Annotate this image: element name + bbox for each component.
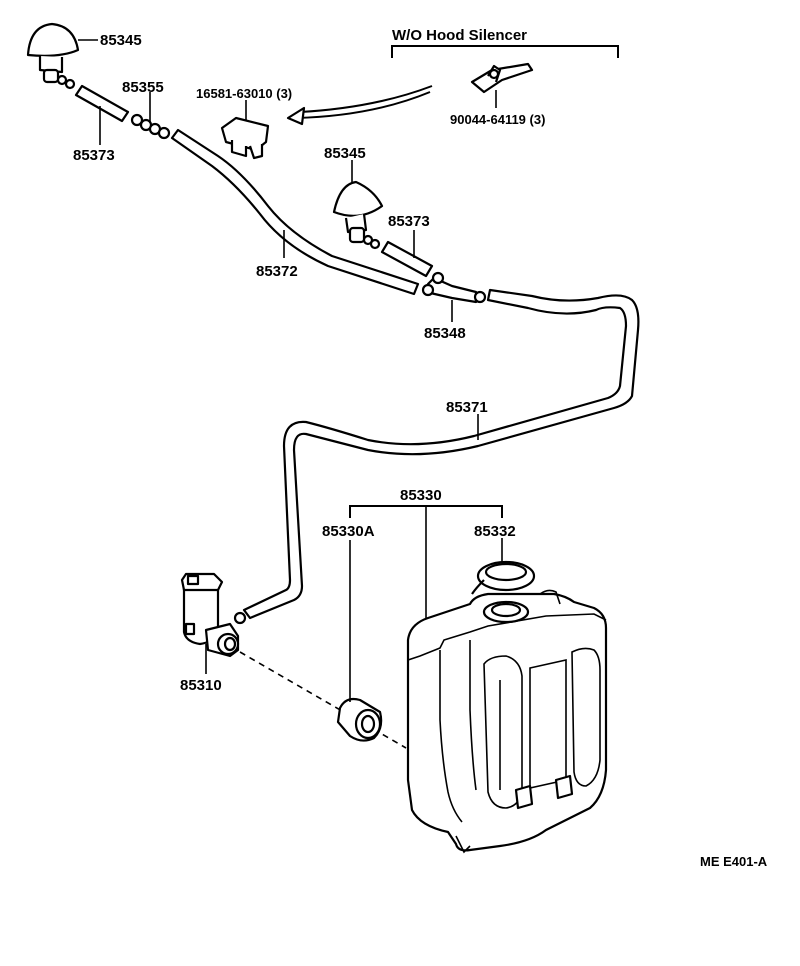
label-nozzle-center: 85345 xyxy=(324,145,366,162)
clip-alt-drawing xyxy=(470,62,534,94)
variant-arrow-head xyxy=(286,106,306,126)
variant-label: W/O Hood Silencer xyxy=(392,27,527,44)
label-hose-long: 85371 xyxy=(446,399,488,416)
hose-long xyxy=(242,288,640,620)
label-pump: 85310 xyxy=(180,677,222,694)
label-hose-mid: 85372 xyxy=(256,263,298,280)
label-tank-assy: 85330 xyxy=(400,487,442,504)
label-clip: 16581-63010 (3) xyxy=(196,86,292,101)
pump-drawing xyxy=(180,572,240,658)
cap-drawing xyxy=(471,560,536,595)
nozzle-left-drawing xyxy=(26,22,80,90)
dashed-connection xyxy=(239,651,407,749)
label-clip-alt: 90044-64119 (3) xyxy=(450,112,545,127)
hose-long-end xyxy=(233,611,247,625)
hose-short-left xyxy=(74,84,130,123)
label-grommet: 85330A xyxy=(322,523,375,540)
label-nozzle-left: 85345 xyxy=(100,32,142,49)
variant-arrow-line xyxy=(295,91,431,119)
joint-drawing xyxy=(421,271,487,304)
label-connector: 85355 xyxy=(122,79,164,96)
tank-drawing xyxy=(406,589,608,854)
connector-drawing xyxy=(130,113,171,140)
label-cap: 85332 xyxy=(474,523,516,540)
label-hose-short-left: 85373 xyxy=(73,147,115,164)
hose-mid xyxy=(170,128,420,296)
variant-arrow-line-2 xyxy=(299,85,433,113)
hose-short-center xyxy=(380,240,434,278)
grommet-drawing xyxy=(336,697,383,742)
variant-bracket xyxy=(391,45,619,58)
diagram-code: ME E401-A xyxy=(700,854,768,869)
nozzle-center-drawing xyxy=(332,180,384,250)
label-hose-short-center: 85373 xyxy=(388,213,430,230)
label-joint: 85348 xyxy=(424,325,466,342)
clip-drawing xyxy=(220,116,270,160)
